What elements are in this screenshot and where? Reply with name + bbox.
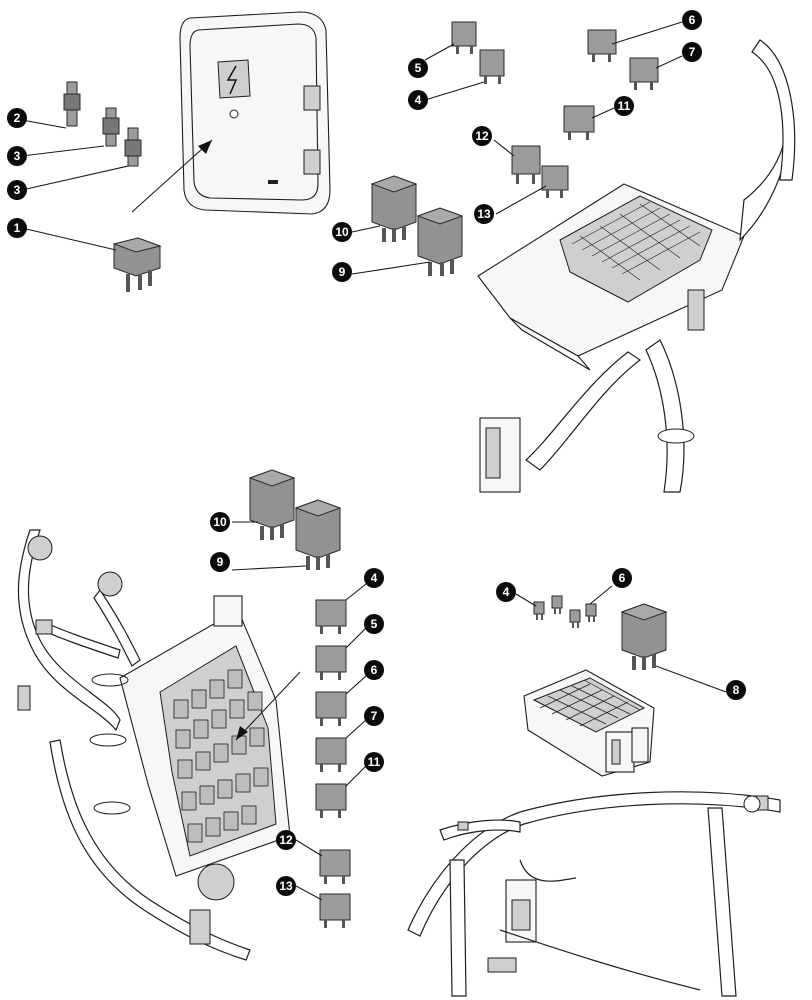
part-13-mini-fuse-top [541,165,569,198]
callout-6-br: 6 [612,568,632,588]
enclosure-arrow [131,139,213,213]
callout-1: 1 [7,218,27,238]
svg-text:5: 5 [371,617,378,631]
svg-text:9: 9 [217,555,224,569]
svg-text:4: 4 [503,585,510,599]
part-3-fuse-link-a [102,107,120,147]
arrow-head-icon [198,140,212,154]
part-9-relay-top [416,207,464,276]
svg-text:7: 7 [689,45,696,59]
callout-6-bottom: 6 [364,660,384,680]
callout-7-top: 7 [682,42,702,62]
svg-text:10: 10 [335,225,349,239]
callout-3-b: 3 [7,180,27,200]
part-7-mini-fuse-top [629,57,659,90]
part-11-mini-fuse-bottom [315,783,347,818]
callout-13-bottom: 13 [276,876,296,896]
part-3-fuse-link-b [124,127,142,167]
svg-text:7: 7 [371,709,378,723]
harness-frame-bottom-right [407,791,781,997]
part-9-relay-bottom [294,499,342,570]
part-6-mini-fuse-bottom [315,691,347,726]
svg-text:12: 12 [279,833,293,847]
part-6-mini-fuse-top [587,29,617,62]
svg-text:6: 6 [371,663,378,677]
fuse-box-assembly-top [477,39,796,493]
part-8-relay [620,603,668,670]
svg-text:13: 13 [477,207,491,221]
fuse-module-block [523,669,655,777]
svg-text:2: 2 [14,111,21,125]
svg-text:13: 13 [279,879,293,893]
svg-text:12: 12 [475,129,489,143]
svg-text:6: 6 [689,13,696,27]
callout-9-top: 9 [332,262,352,282]
part-13-mini-fuse-bottom [319,893,351,928]
part-4-mini-fuse-br [533,595,563,620]
svg-text:8: 8 [733,683,740,697]
part-4-mini-fuse-bottom [315,599,347,634]
enclosure-box [179,11,331,215]
callout-9-bottom: 9 [210,552,230,572]
callout-12-bottom: 12 [276,830,296,850]
part-6-mini-fuse-br [569,603,597,628]
part-5-mini-fuse-bottom [315,645,347,680]
part-10-relay-bottom [248,469,296,540]
callout-2: 2 [7,108,27,128]
svg-text:3: 3 [14,149,21,163]
svg-text:10: 10 [213,515,227,529]
part-10-relay-top [370,175,418,242]
part-2-fuse-link [63,81,81,127]
callout-12-top: 12 [472,126,492,146]
part-11-mini-fuse-top [563,105,595,140]
part-7-mini-fuse-bottom [315,737,347,772]
part-4-mini-fuse-top [479,49,505,84]
callout-10-bottom: 10 [210,512,230,532]
callout-3-a: 3 [7,146,27,166]
svg-text:11: 11 [618,99,631,113]
callout-4-bottom: 4 [364,568,384,588]
callout-7-bottom: 7 [364,706,384,726]
svg-text:6: 6 [619,571,626,585]
callout-5-top: 5 [408,58,428,78]
part-5-mini-fuse-top [451,21,477,54]
svg-text:1: 1 [14,221,21,235]
callout-11-top: 11 [614,96,634,116]
callout-4-br: 4 [496,582,516,602]
fuse-box-assembly-bottom [17,529,291,961]
svg-text:11: 11 [368,755,381,769]
callout-6-top: 6 [682,10,702,30]
callout-10-top: 10 [332,222,352,242]
part-1-relay [112,237,162,292]
svg-text:3: 3 [14,183,21,197]
callout-5-bottom: 5 [364,614,384,634]
part-12-mini-fuse-bottom [319,849,351,884]
callout-11-bottom: 11 [364,752,384,772]
svg-text:4: 4 [371,571,378,585]
part-12-mini-fuse-top [511,145,541,184]
svg-text:4: 4 [415,93,422,107]
callout-4-top: 4 [408,90,428,110]
callout-8-br: 8 [726,680,746,700]
svg-text:9: 9 [339,265,346,279]
callout-13-top: 13 [474,204,494,224]
svg-text:5: 5 [415,61,422,75]
